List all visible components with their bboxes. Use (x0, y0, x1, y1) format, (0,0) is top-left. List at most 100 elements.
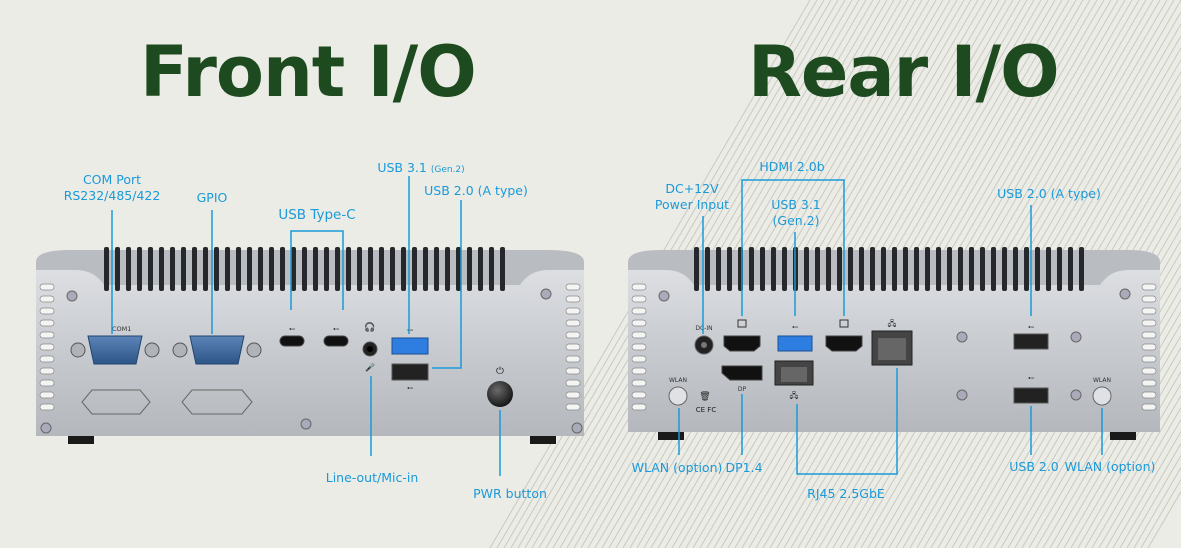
vent-slot (631, 319, 647, 327)
fin (749, 247, 754, 291)
standoff-icon (144, 342, 160, 358)
fin (192, 247, 197, 291)
vent-slot (565, 307, 581, 315)
rear-heatsink-fins (694, 247, 1084, 291)
usb20-port (391, 363, 429, 381)
network-icon: 🖧 (888, 318, 897, 328)
fin (368, 247, 373, 291)
label-rj45: RJ45 2.5GbE (807, 486, 885, 501)
callout-line-usb-c (290, 230, 344, 310)
vent-slot (631, 379, 647, 387)
fin (126, 247, 131, 291)
fin (958, 247, 963, 291)
vent-slot (39, 331, 55, 339)
usb-icon: ⭪ (1028, 323, 1035, 333)
wlan-antenna-hole (668, 386, 688, 406)
usb-icon: ⭪ (1028, 374, 1035, 384)
fin (1046, 247, 1051, 291)
vent-slot (39, 343, 55, 351)
fin (903, 247, 908, 291)
callout-line-rj45 (796, 368, 898, 475)
usb-c-port-2 (323, 335, 349, 347)
usb-icon: ⭪ (407, 384, 414, 394)
gpio-connector (189, 335, 245, 365)
fin (837, 247, 842, 291)
screw-icon (1070, 389, 1082, 401)
fin (859, 247, 864, 291)
standoff-icon (246, 342, 262, 358)
label-com-port-line2: RS232/485/422 (63, 188, 161, 203)
screw-icon (658, 290, 670, 302)
network-icon: 🖧 (790, 390, 799, 400)
vent-slot (1141, 355, 1157, 363)
rj45-jack (878, 338, 906, 360)
fin (881, 247, 886, 291)
hdmi-port-2 (825, 335, 863, 352)
vent-slot (631, 355, 647, 363)
power-button (487, 381, 513, 407)
vent-slot (1141, 283, 1157, 291)
fin (925, 247, 930, 291)
fin (346, 247, 351, 291)
wlan-antenna-hole (1092, 386, 1112, 406)
vent-slot (39, 319, 55, 327)
microphone-icon: 🎤 (365, 362, 375, 372)
vent-slot (631, 331, 647, 339)
vent-slot (565, 343, 581, 351)
label-dc-in-line1: DC+12V (665, 181, 719, 196)
vent-slot (39, 379, 55, 387)
label-wlan-left: WLAN (option) (631, 460, 723, 475)
fin (980, 247, 985, 291)
fin (500, 247, 505, 291)
usb31-port (777, 335, 813, 352)
vent-slot (1141, 403, 1157, 411)
knockout-cutout (181, 389, 253, 415)
label-usb20-a-rear: USB 2.0 (A type) (997, 186, 1101, 201)
vent-slot (565, 403, 581, 411)
vent-slot (565, 379, 581, 387)
fin (258, 247, 263, 291)
rear-device: DC-IN WLAN 🗑 CE FC DP ⭪ 🖧 🖧 (628, 247, 1160, 440)
vent-slot (631, 283, 647, 291)
fin (694, 247, 699, 291)
fin (269, 247, 274, 291)
label-pwr-button: PWR button (473, 486, 547, 501)
screw-icon (956, 389, 968, 401)
vent-slot (631, 343, 647, 351)
fin (247, 247, 252, 291)
label-gpio: GPIO (196, 190, 228, 205)
fin (1057, 247, 1062, 291)
label-dc-in-line2: Power Input (654, 197, 730, 212)
vent-slot (565, 283, 581, 291)
usb-icon: ⭪ (289, 325, 296, 335)
label-usb31-rear-line2: (Gen.2) (772, 213, 820, 228)
callout-line-usb20 (432, 200, 462, 369)
fin (771, 247, 776, 291)
vent-slot (1141, 343, 1157, 351)
front-heatsink-fins (104, 247, 505, 291)
fin (716, 247, 721, 291)
com-port-connector (87, 335, 143, 365)
usb-icon: ⭪ (792, 323, 799, 333)
dp-silkscreen: DP (738, 386, 747, 393)
fin (115, 247, 120, 291)
vent-slot (631, 367, 647, 375)
fin (947, 247, 952, 291)
screw-icon (66, 290, 78, 302)
weee-bin-icon: 🗑 (699, 391, 710, 402)
wlan-right-silkscreen: WLAN (1093, 377, 1111, 384)
screw-icon (40, 422, 52, 434)
fin (456, 247, 461, 291)
label-usb20-rear: USB 2.0 (1009, 459, 1059, 474)
fin (335, 247, 340, 291)
label-line-out: Line-out/Mic-in (325, 470, 419, 485)
audio-jack-hole (367, 346, 373, 352)
wlan-left-silkscreen: WLAN (669, 377, 687, 384)
fin (478, 247, 483, 291)
screw-icon (1070, 331, 1082, 343)
fin (848, 247, 853, 291)
fin (815, 247, 820, 291)
label-com-port: COM Port RS232/485/422 (64, 172, 161, 204)
fin (782, 247, 787, 291)
